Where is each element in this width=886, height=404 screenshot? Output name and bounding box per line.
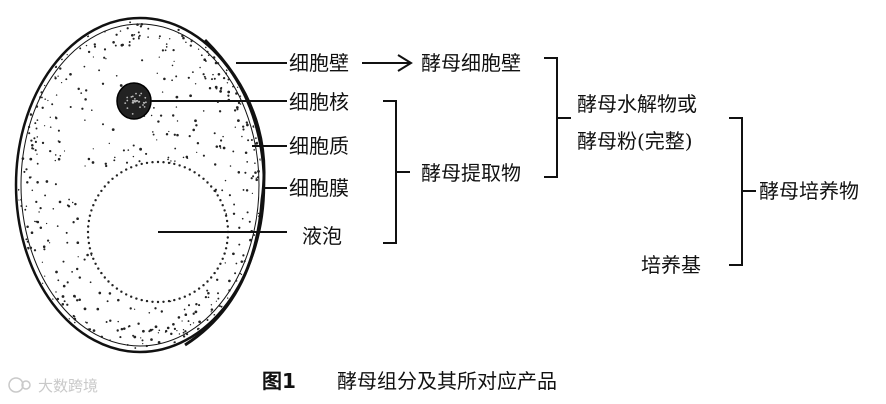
watermark-text: 大数跨境 bbox=[38, 377, 98, 395]
cell-wall-edge bbox=[184, 38, 266, 347]
label-yeast-culture: 酵母培养物 bbox=[759, 179, 859, 203]
nucleus-texture bbox=[124, 92, 147, 115]
label-nucleus: 细胞核 bbox=[289, 90, 349, 114]
caption-title: 酵母组分及其所对应产品 bbox=[337, 369, 557, 393]
label-cell-wall: 细胞壁 bbox=[289, 51, 349, 75]
label-membrane: 细胞膜 bbox=[289, 176, 349, 200]
caption-number: 图1 bbox=[262, 369, 296, 393]
vacuole-boundary bbox=[86, 160, 230, 304]
bracket-hydrolysate bbox=[544, 57, 558, 178]
bracket-components bbox=[383, 100, 397, 244]
label-yeast-cell-wall: 酵母细胞壁 bbox=[421, 51, 521, 75]
watermark-logo-icon bbox=[8, 377, 24, 393]
cell-membrane-outline bbox=[20, 23, 260, 347]
leader-lines bbox=[151, 62, 287, 233]
label-vacuole: 液泡 bbox=[302, 224, 342, 248]
yeast-cell bbox=[14, 16, 266, 354]
label-hydrolysate-line1: 酵母水解物或 bbox=[577, 92, 697, 116]
label-hydrolysate-line2: 酵母粉(完整) bbox=[577, 129, 693, 153]
arrow-wall bbox=[362, 54, 413, 72]
watermark: 大数跨境 bbox=[8, 377, 98, 395]
label-cytoplasm: 细胞质 bbox=[289, 134, 349, 158]
bracket-culture bbox=[729, 117, 743, 266]
label-medium: 培养基 bbox=[641, 253, 701, 277]
label-yeast-extract: 酵母提取物 bbox=[421, 161, 521, 185]
